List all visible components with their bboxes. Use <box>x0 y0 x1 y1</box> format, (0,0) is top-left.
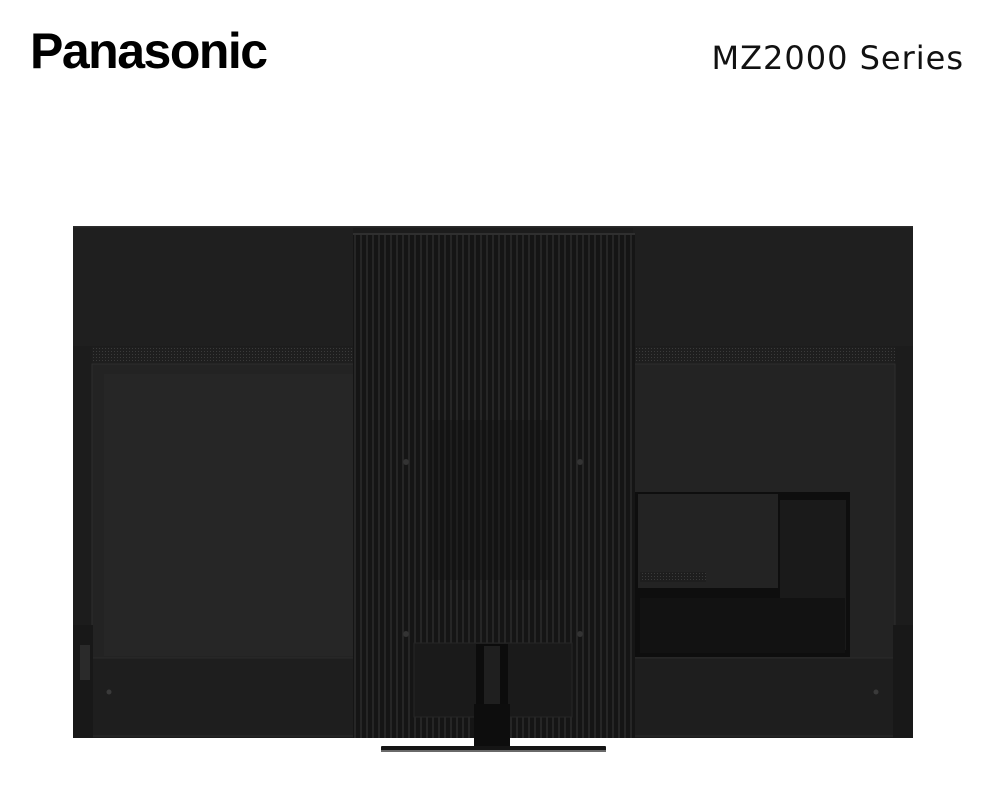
vent-grille-right <box>633 347 895 363</box>
vent-grille-left <box>92 347 354 363</box>
series-name: MZ2000 Series <box>711 39 964 77</box>
stand-base <box>381 746 606 751</box>
brand-logo: Panasonic <box>30 23 268 79</box>
